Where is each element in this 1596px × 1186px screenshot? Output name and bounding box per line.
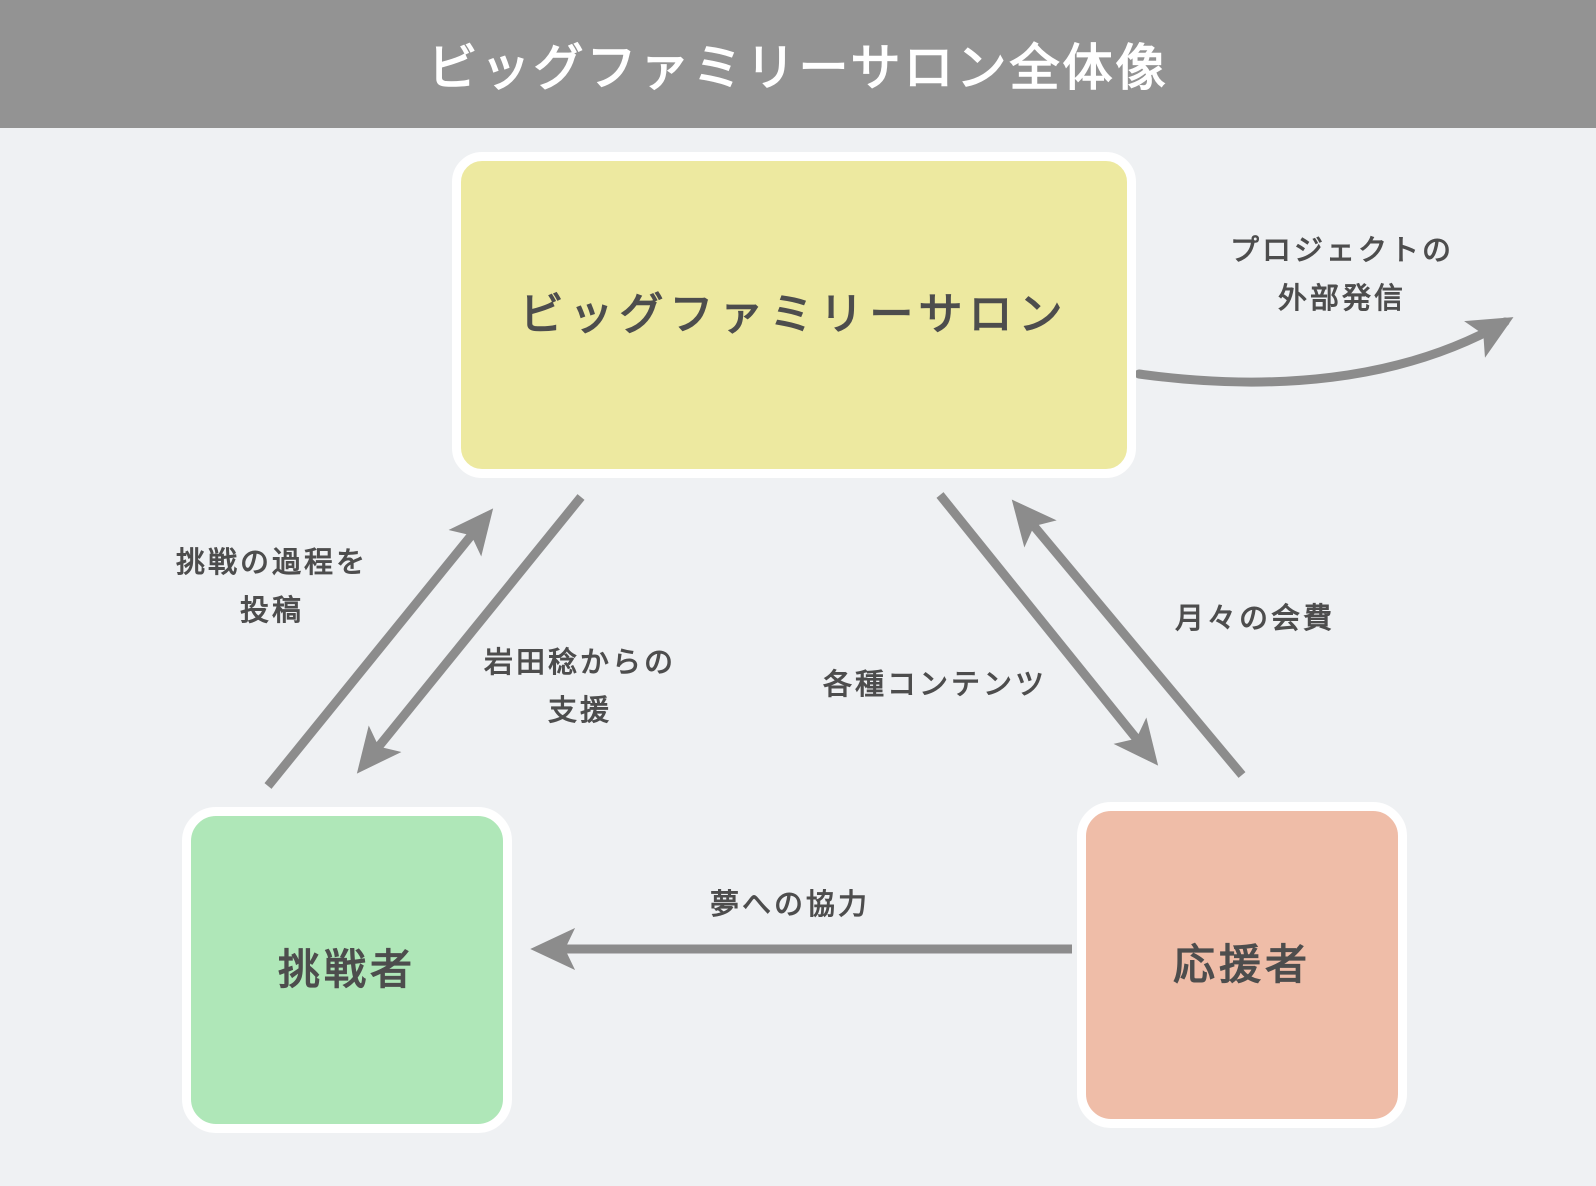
node-challenger-label: 挑戦者 [277,945,416,993]
edge-label-external: プロジェクトの 外部発信 [1229,235,1454,315]
arrow-contents [936,492,1159,766]
edge-label-fee: 月々の会費 [1174,603,1335,635]
node-challenger[interactable]: 挑戦者 [182,807,512,1133]
header-bar: ビッグファミリーサロン全体像 [0,0,1596,128]
node-supporter-label: 応援者 [1172,940,1311,988]
arrow-external [1134,317,1514,387]
edge-label-support: 岩田稔からの 支援 [483,647,676,727]
edge-label-post: 挑戦の過程を 投稿 [175,547,368,627]
node-salon[interactable]: ビッグファミリーサロン [452,152,1136,478]
edge-label-contents: 各種コンテンツ [822,669,1047,701]
page-title: ビッグファミリーサロン全体像 [427,40,1169,96]
node-supporter[interactable]: 応援者 [1077,802,1407,1128]
node-salon-label: ビッグファミリーサロン [519,289,1069,339]
edge-label-dream: 夢への協力 [709,889,870,921]
